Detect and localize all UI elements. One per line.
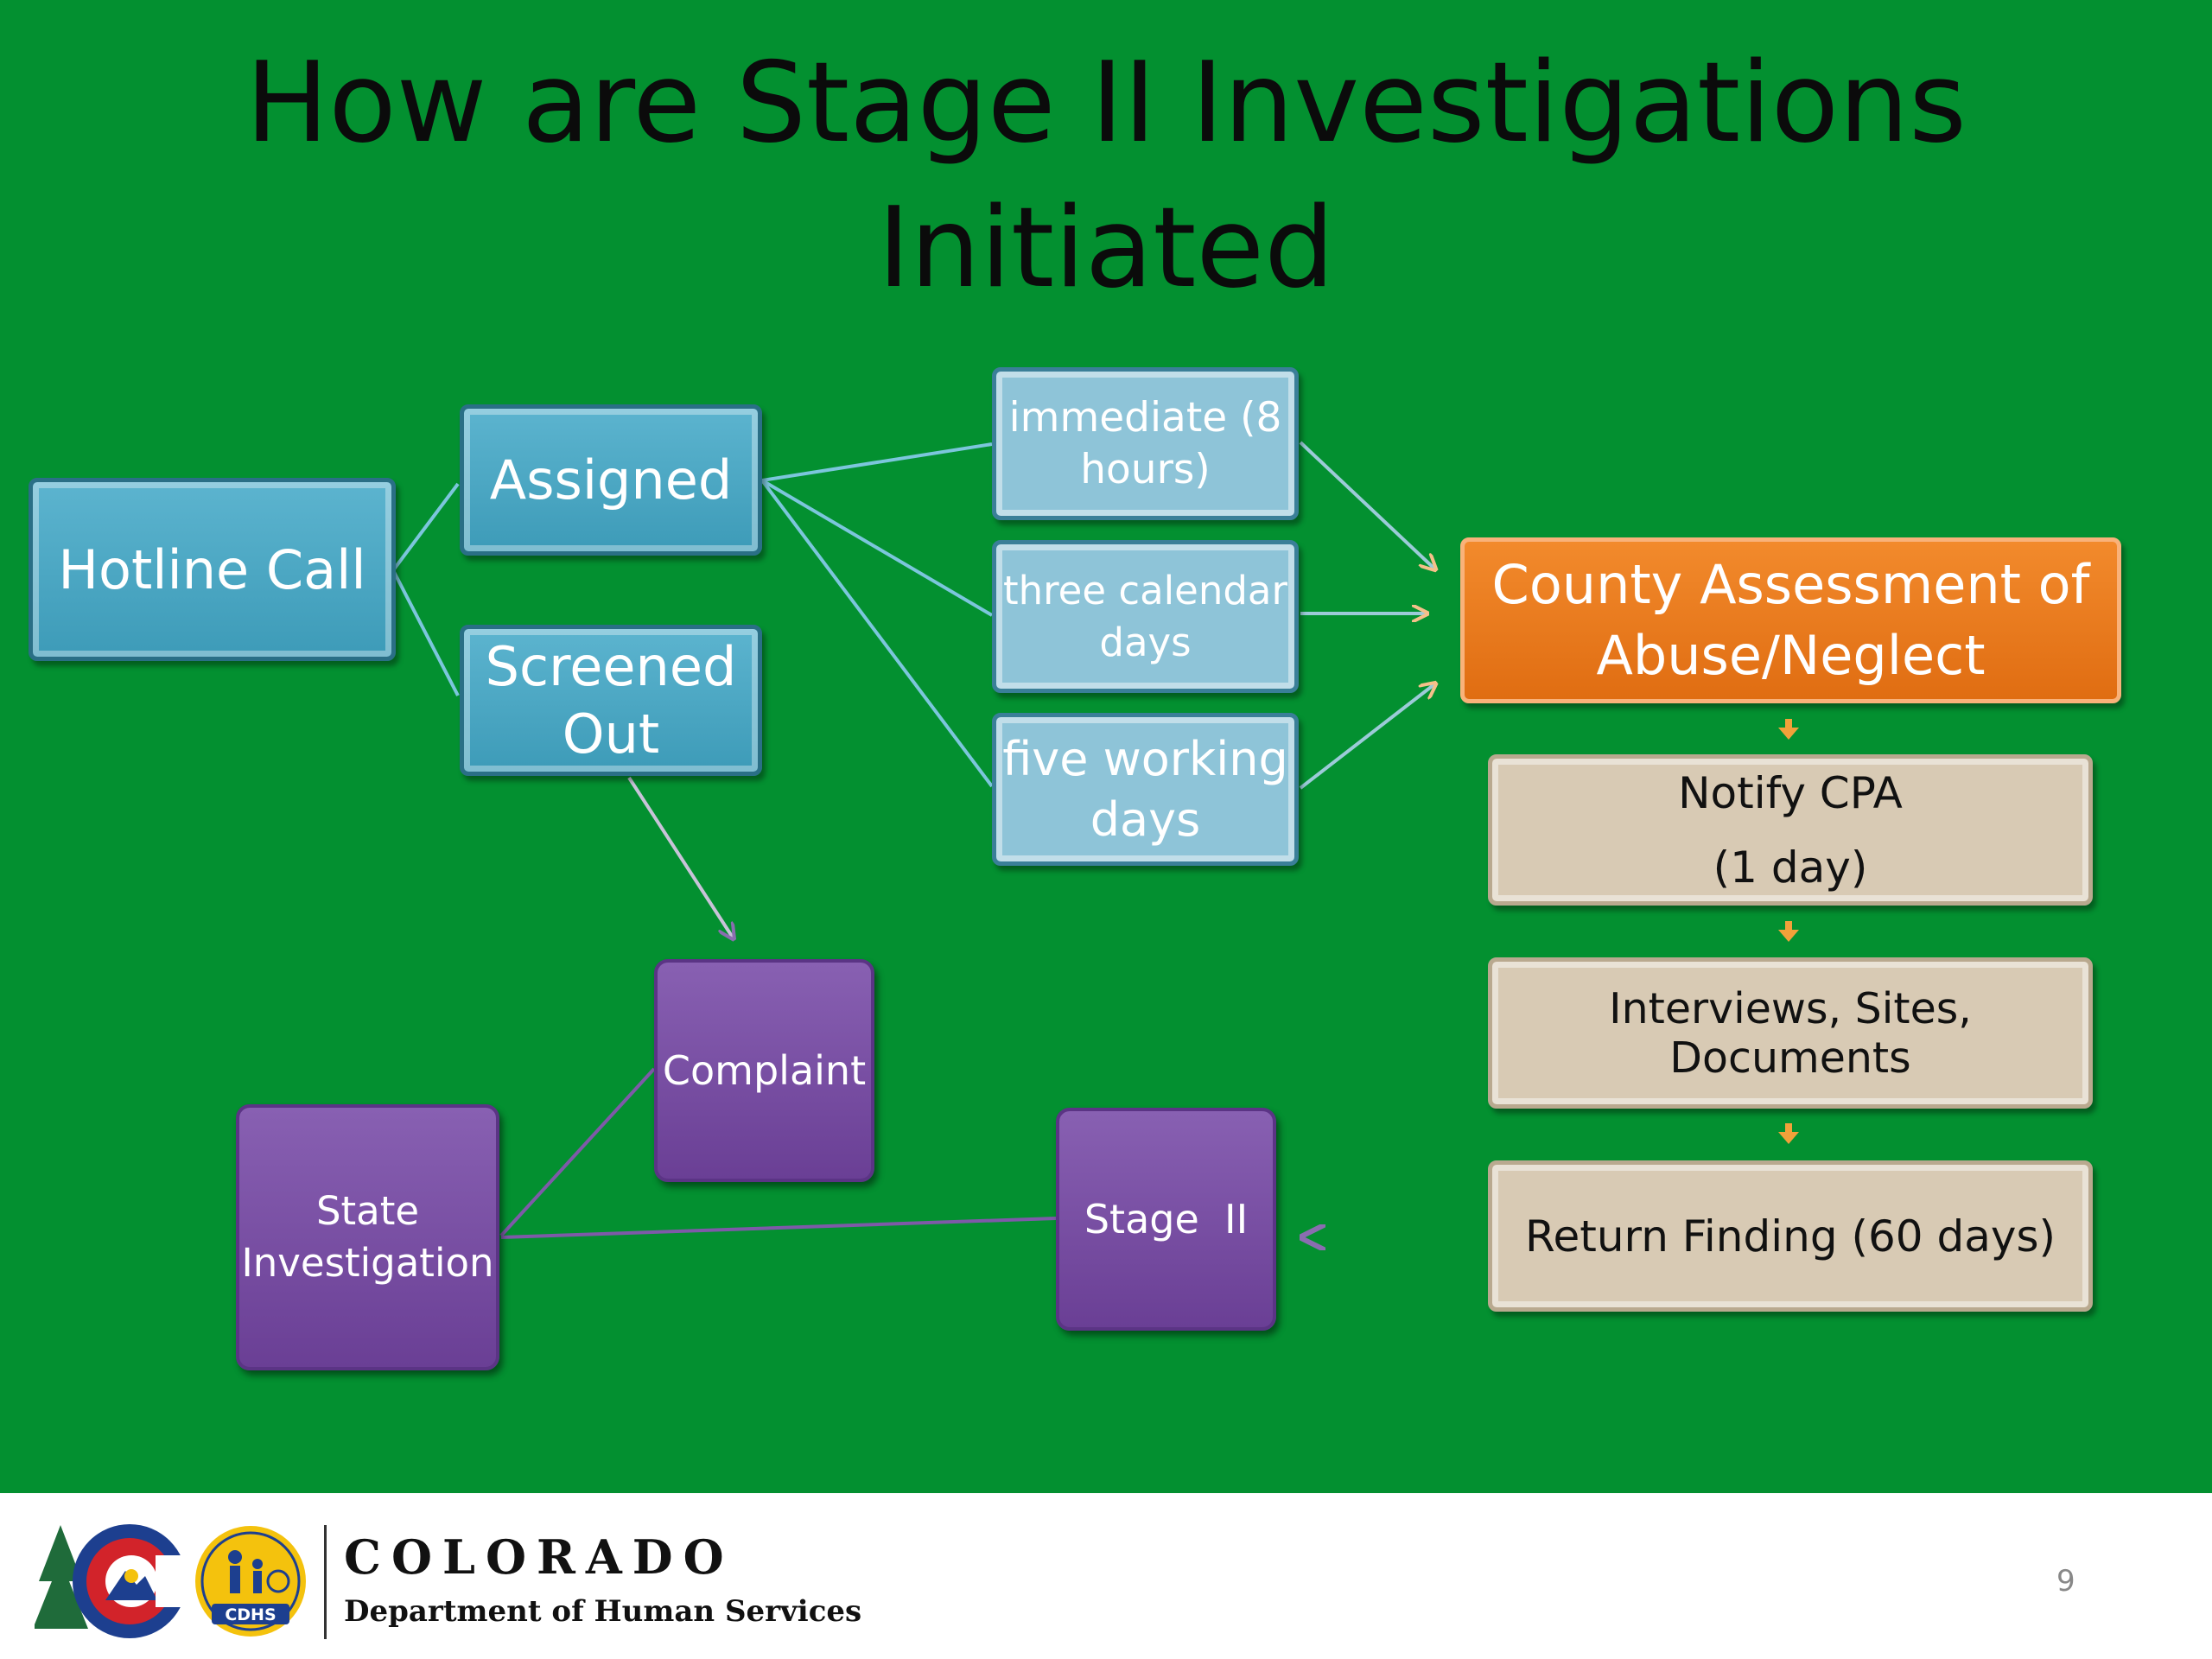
stage-ii-label: Stage II (1084, 1196, 1249, 1243)
return-finding-box: Return Finding (60 days) (1488, 1160, 2093, 1312)
notify-cpa-line-1: Notify CPA (1678, 767, 1903, 818)
state-investigation-line-2: Investigation (241, 1240, 494, 1286)
arrow-five-county (1299, 684, 1434, 790)
department-name: Department of Human Services (344, 1594, 862, 1629)
notify-cpa-box: Notify CPA (1 day) (1488, 754, 2093, 906)
screened-out-line-1: Screened (485, 634, 737, 698)
arrow-immediate-county (1299, 441, 1434, 569)
county-assessment-line-2: Abuse/Neglect (1596, 624, 1986, 687)
complaint-box: Complaint (654, 959, 874, 1182)
notify-cpa-line-2: (1 day) (1713, 842, 1868, 893)
hotline-call-label: Hotline Call (58, 537, 366, 601)
down-arrow-1 (1778, 719, 1799, 740)
five-days-line-1: five working (1002, 731, 1288, 786)
title-line-2: Initiated (877, 184, 1335, 313)
county-assessment-box: County Assessment of Abuse/Neglect (1460, 537, 2121, 703)
assigned-box: Assigned (460, 404, 762, 556)
state-investigation-box: State Investigation (236, 1104, 499, 1370)
three-calendar-days-box: three calendar days (992, 540, 1299, 693)
interviews-label: Interviews, Sites, Documents (1609, 983, 1972, 1083)
cdhs-badge-icon: CDHS (195, 1526, 306, 1637)
colorado-wordmark: COLORADO (344, 1529, 734, 1585)
tree-icon (35, 1525, 88, 1629)
line-assigned-immediate (761, 442, 993, 482)
line-hotline-assigned (391, 482, 460, 572)
line-assigned-three (760, 479, 994, 617)
immediate-line-2: hours) (1080, 445, 1211, 493)
return-finding-label: Return Finding (60 days) (1524, 1211, 2056, 1262)
immediate-box: immediate (8 hours) (992, 367, 1299, 520)
down-arrow-3 (1778, 1123, 1799, 1144)
screened-out-box: Screened Out (460, 625, 762, 776)
title-line-1: How are Stage II Investigations (245, 39, 1967, 168)
screened-out-line-2: Out (562, 702, 660, 766)
three-days-line-2: days (1099, 619, 1192, 665)
immediate-line-1: immediate (8 (1008, 393, 1282, 442)
line-state-stage (500, 1217, 1057, 1239)
three-days-line-1: three calendar (1002, 567, 1288, 613)
five-days-line-2: days (1090, 791, 1201, 847)
connector-lines (391, 441, 1799, 1493)
assigned-label: Assigned (489, 448, 733, 512)
slide-title: How are Stage II Investigations Initiate… (156, 31, 2056, 321)
colorado-c-icon (73, 1524, 187, 1638)
line-assigned-five (760, 479, 994, 788)
line-hotline-screened (391, 569, 460, 696)
footer-divider (324, 1525, 327, 1639)
five-working-days-box: five working days (992, 713, 1299, 866)
hotline-call-box: Hotline Call (29, 478, 396, 661)
line-state-complaint (499, 1067, 656, 1237)
interviews-box: Interviews, Sites, Documents (1488, 957, 2093, 1109)
complaint-label: Complaint (662, 1047, 867, 1094)
state-investigation-line-1: State (315, 1188, 420, 1234)
county-assessment-line-1: County Assessment of (1491, 553, 2090, 616)
cdhs-badge-label: CDHS (225, 1605, 276, 1624)
colorado-logo: CDHS (35, 1524, 306, 1638)
footer-bar (0, 1493, 2212, 1659)
down-arrow-2 (1778, 921, 1799, 942)
stage-ii-box: Stage II (1056, 1108, 1276, 1331)
page-number: 9 (2056, 1564, 2075, 1599)
arrow-screened-complaint (627, 776, 733, 938)
